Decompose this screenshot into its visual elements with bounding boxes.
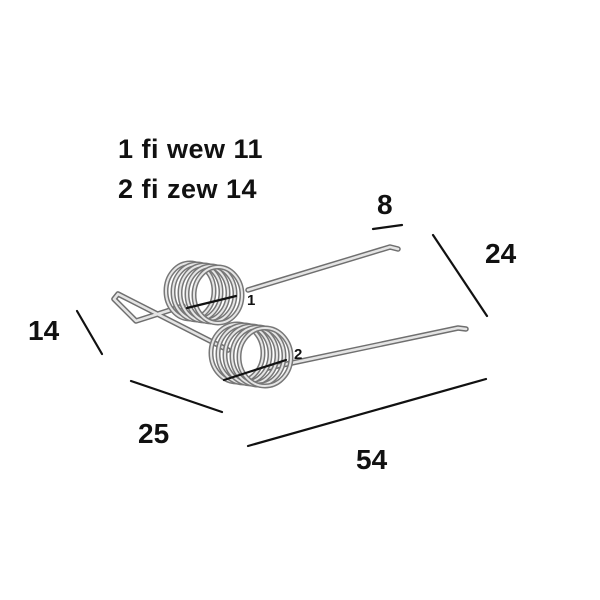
marker-label-1: 1 bbox=[247, 292, 256, 309]
spring-wire bbox=[111, 244, 469, 371]
dim-line-length bbox=[246, 377, 488, 448]
dim-line-depth bbox=[129, 379, 224, 414]
dim-label-depth: 25 bbox=[138, 418, 170, 449]
legend-line-1: 1 fi wew 11 bbox=[118, 134, 264, 164]
marker-line-2 bbox=[222, 358, 288, 382]
dim-label-top-width: 8 bbox=[377, 189, 393, 220]
diameter-markers bbox=[185, 294, 288, 382]
dim-line-top-width bbox=[371, 223, 404, 231]
coil-2 bbox=[208, 321, 294, 389]
coil-1 bbox=[163, 260, 245, 326]
dim-label-length: 54 bbox=[356, 444, 388, 475]
marker-line-1 bbox=[185, 294, 238, 310]
dim-line-arm-height bbox=[431, 233, 489, 318]
wire-highlight bbox=[112, 245, 468, 370]
dim-line-left-height bbox=[75, 309, 104, 356]
dim-label-arm-height: 24 bbox=[485, 238, 517, 269]
legend-line-2: 2 fi zew 14 bbox=[118, 174, 258, 204]
marker-label-2: 2 bbox=[294, 346, 303, 363]
dimension-lines bbox=[75, 223, 489, 448]
dim-label-left-height: 14 bbox=[28, 315, 60, 346]
